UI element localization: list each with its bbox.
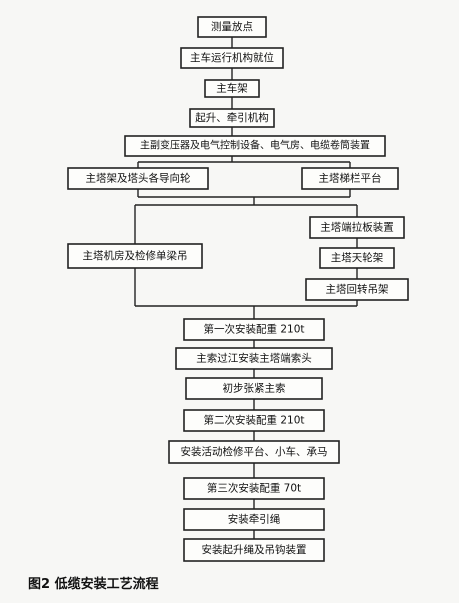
node-main-equipment: 主副变压器及电气控制设备、电气房、电缆卷筒装置 (124, 135, 386, 157)
node-tower-sheave-label: 主塔天轮架 (331, 251, 384, 264)
node-hoist-rope: 安装起升绳及吊钩装置 (183, 538, 325, 562)
node-maintenance: 安装活动检修平台、小车、承马 (168, 440, 340, 464)
node-hoist-rope-label: 安装起升绳及吊钩装置 (202, 543, 307, 556)
node-main-travel: 主车运行机构就位 (180, 47, 284, 69)
node-cable-cross-label: 主索过江安装主塔端索头 (196, 352, 312, 365)
connectors (134, 37, 358, 539)
node-tower-ladder: 主塔梯栏平台 (301, 167, 399, 190)
node-tower-ladder-label: 主塔梯栏平台 (319, 172, 382, 185)
node-cable-cross: 主索过江安装主塔端索头 (175, 347, 333, 370)
node-main-frame: 主车架 (204, 79, 260, 98)
node-counterweight-3: 第三次安装配重 70t (183, 477, 325, 500)
node-survey: 测量放点 (197, 16, 267, 38)
figure-caption: 图2 低缆安装工艺流程 (28, 577, 159, 592)
node-hoist-traction: 起升、牵引机构 (189, 108, 275, 128)
node-rotary-hanger-label: 主塔回转吊架 (326, 283, 389, 296)
node-counterweight-2-label: 第二次安装配重 210t (204, 414, 305, 427)
node-maintenance-label: 安装活动检修平台、小车、承马 (181, 445, 328, 458)
node-tower-frame: 主塔架及塔头各导向轮 (67, 167, 209, 190)
node-machine-room: 主塔机房及检修单梁吊 (67, 243, 203, 269)
node-counterweight-2: 第二次安装配重 210t (183, 409, 325, 432)
node-machine-room-label: 主塔机房及检修单梁吊 (83, 249, 188, 262)
node-counterweight-3-label: 第三次安装配重 70t (207, 482, 301, 495)
node-traction-rope-label: 安装牵引绳 (228, 513, 281, 526)
node-counterweight-1-label: 第一次安装配重 210t (204, 323, 305, 336)
node-rotary-hanger: 主塔回转吊架 (305, 278, 409, 301)
node-tower-frame-label: 主塔架及塔头各导向轮 (86, 172, 191, 185)
node-cable-plate: 主塔端拉板装置 (309, 216, 405, 239)
node-main-equipment-label: 主副变压器及电气控制设备、电气房、电缆卷筒装置 (140, 139, 370, 152)
node-tower-sheave: 主塔天轮架 (319, 247, 395, 269)
node-traction-rope: 安装牵引绳 (183, 508, 325, 531)
node-hoist-traction-label: 起升、牵引机构 (195, 111, 269, 124)
node-initial-tension-label: 初步张紧主索 (223, 382, 286, 395)
node-main-frame-label: 主车架 (216, 82, 248, 95)
node-initial-tension: 初步张紧主索 (185, 377, 323, 400)
node-cable-plate-label: 主塔端拉板装置 (320, 221, 394, 234)
node-main-travel-label: 主车运行机构就位 (190, 51, 274, 64)
node-survey-label: 测量放点 (211, 20, 253, 33)
node-counterweight-1: 第一次安装配重 210t (183, 318, 325, 341)
